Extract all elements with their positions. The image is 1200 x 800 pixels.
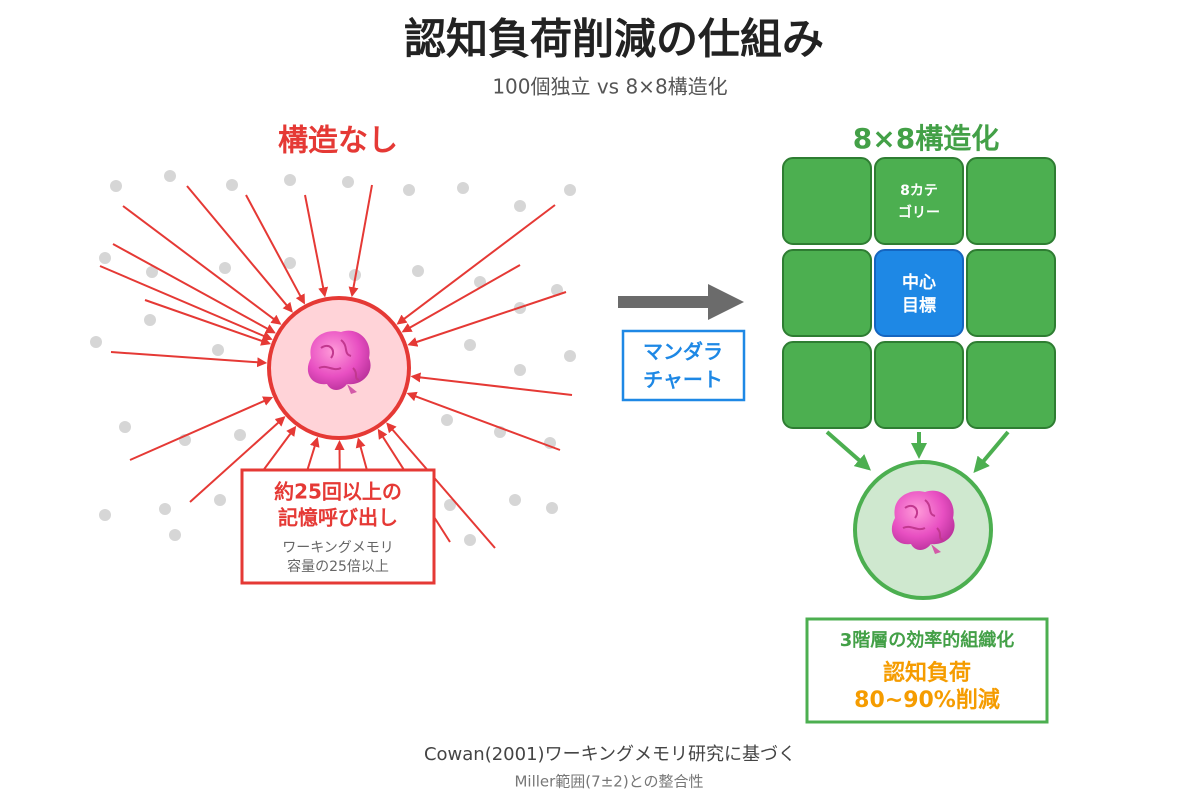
- mandala-grid: [782, 157, 1056, 429]
- scatter-dot: [441, 414, 453, 426]
- scatter-dot: [234, 429, 246, 441]
- working-memory-text: ワーキングメモリ: [282, 540, 394, 556]
- green-arrows: [825, 430, 1010, 474]
- footer-note: Miller範囲(7±2)との整合性: [514, 773, 703, 791]
- footer-citation: Cowan(2001)ワーキングメモリ研究に基づく: [424, 744, 796, 765]
- page-subtitle: 100個独立 vs 8×8構造化: [492, 75, 727, 99]
- scatter-dot: [119, 421, 131, 433]
- recall-count-text: 約25回以上の: [274, 480, 402, 504]
- scatter-dot: [564, 350, 576, 362]
- grid-cell: [966, 341, 1056, 429]
- scatter-dot: [457, 182, 469, 194]
- recall-arrow: [129, 396, 274, 461]
- green-arrow: [825, 430, 872, 471]
- left-heading: 構造なし: [278, 124, 398, 159]
- recall-arrow: [245, 194, 305, 305]
- grid-cell-center: [874, 249, 964, 337]
- scatter-dot: [284, 257, 296, 269]
- scatter-dot: [169, 529, 181, 541]
- green-arrow: [973, 430, 1010, 474]
- grid-cell: [966, 249, 1056, 337]
- grid-cell-category: [874, 157, 964, 245]
- scatter-dot: [509, 494, 521, 506]
- scatter-dot: [412, 265, 424, 277]
- recall-arrow: [386, 422, 496, 549]
- scattered-items: [90, 170, 576, 546]
- scatter-dot: [342, 176, 354, 188]
- left-info-box: [240, 468, 436, 585]
- scatter-dot: [464, 534, 476, 546]
- scatter-dot: [564, 184, 576, 196]
- brain-icon: [307, 330, 371, 394]
- transform-arrow: [618, 284, 744, 320]
- recall-arrow: [401, 264, 521, 333]
- scatter-dot: [110, 180, 122, 192]
- recall-arrows: [99, 184, 573, 549]
- scatter-dot: [99, 509, 111, 521]
- recall-arrow: [304, 194, 329, 298]
- mandala-label-line2: チャート: [643, 368, 723, 392]
- center-goal-line2: 目標: [902, 295, 936, 316]
- grid-cell: [966, 157, 1056, 245]
- scatter-dot: [464, 339, 476, 351]
- scatter-dot: [284, 174, 296, 186]
- capacity-text: 容量の25倍以上: [287, 558, 389, 575]
- recall-arrow: [348, 184, 373, 298]
- reduction-text: 80~90%削減: [854, 688, 1000, 713]
- brain-icon: [891, 490, 955, 554]
- page-title: 認知負荷削減の仕組み: [404, 15, 824, 64]
- load-label-text: 認知負荷: [883, 660, 971, 686]
- center-goal-line1: 中心: [902, 272, 936, 293]
- scatter-dot: [146, 266, 158, 278]
- recall-arrow: [407, 291, 567, 347]
- scatter-dot: [403, 184, 415, 196]
- grid-cell: [782, 157, 872, 245]
- recall-arrow: [122, 205, 282, 325]
- category-label-line2: ゴリー: [898, 204, 940, 221]
- organization-text: 3階層の効率的組織化: [840, 629, 1015, 651]
- recall-arrow: [112, 243, 276, 334]
- mandala-label-line1: マンダラ: [643, 340, 723, 364]
- grid-cell: [782, 341, 872, 429]
- recall-arrow: [110, 351, 268, 368]
- mandala-label-box: [621, 329, 746, 402]
- scatter-dot: [164, 170, 176, 182]
- scatter-dot: [226, 179, 238, 191]
- scatter-dot: [99, 252, 111, 264]
- scatter-dot: [219, 262, 231, 274]
- right-info-box: [805, 617, 1049, 724]
- recall-arrow: [189, 416, 286, 503]
- scatter-dot: [214, 494, 226, 506]
- recall-label-text: 記憶呼び出し: [278, 506, 398, 530]
- scatter-dot: [546, 502, 558, 514]
- scatter-dot: [514, 200, 526, 212]
- grid-cell: [874, 341, 964, 429]
- recall-arrow: [186, 185, 293, 313]
- category-label-line1: 8カテ: [900, 183, 938, 199]
- scatter-dot: [514, 364, 526, 376]
- scatter-dot: [144, 314, 156, 326]
- recall-arrow: [406, 391, 561, 451]
- recall-arrow: [99, 265, 273, 341]
- scatter-dot: [212, 344, 224, 356]
- recall-arrow: [144, 299, 272, 346]
- grid-cell: [782, 249, 872, 337]
- recall-arrow: [410, 372, 573, 396]
- scatter-dot: [90, 336, 102, 348]
- scatter-dot: [444, 499, 456, 511]
- right-heading: 8×8構造化: [853, 122, 999, 155]
- recall-arrow: [396, 204, 556, 325]
- scatter-dot: [159, 503, 171, 515]
